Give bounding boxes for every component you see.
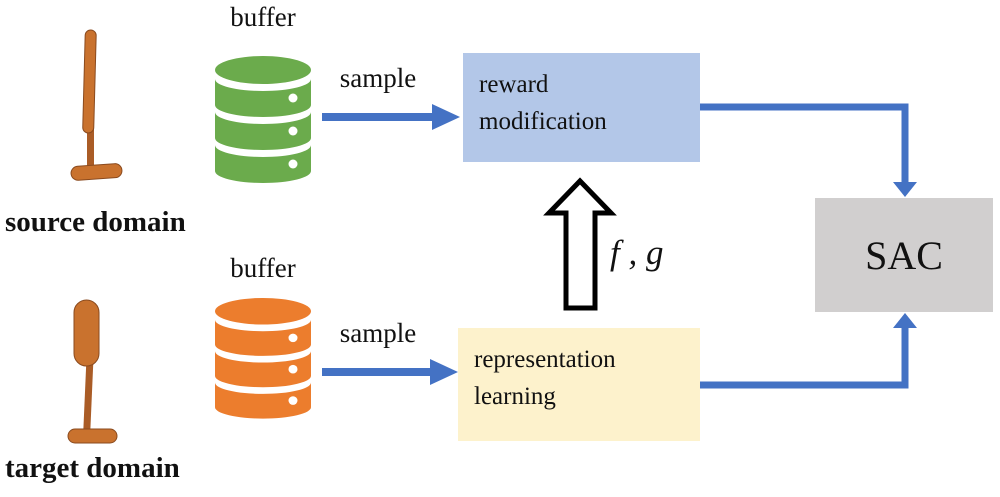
sac-box: SAC <box>815 198 993 312</box>
sample-label-target: sample <box>339 318 417 348</box>
source-robot-icon <box>70 29 123 181</box>
hollow-up-arrow-icon <box>543 177 617 311</box>
source-domain-label: source domain <box>5 206 186 238</box>
representation-learning-line2: learning <box>474 383 556 410</box>
buffer-label-target: buffer <box>230 253 296 283</box>
representation-learning-line1: representation <box>474 346 616 373</box>
sac-label: SAC <box>865 232 943 278</box>
representation-learning-box: representation learning <box>458 328 700 441</box>
reward-modification-box: reward modification <box>463 53 700 162</box>
source-buffer-database-icon <box>215 56 311 183</box>
sample-arrow-target <box>322 359 458 385</box>
reward-modification-line2: modification <box>479 108 607 135</box>
target-domain-label: target domain <box>5 452 180 484</box>
buffer-label-source: buffer <box>230 2 296 32</box>
target-buffer-database-icon <box>215 297 311 419</box>
reward-to-sac-arrow <box>700 103 917 197</box>
fg-label: f , g <box>610 233 664 272</box>
sample-arrow-source <box>322 104 460 130</box>
repr-to-sac-arrow <box>700 313 917 389</box>
sample-label-source: sample <box>339 63 417 93</box>
target-robot-icon <box>67 299 118 444</box>
reward-modification-line1: reward <box>479 71 549 98</box>
